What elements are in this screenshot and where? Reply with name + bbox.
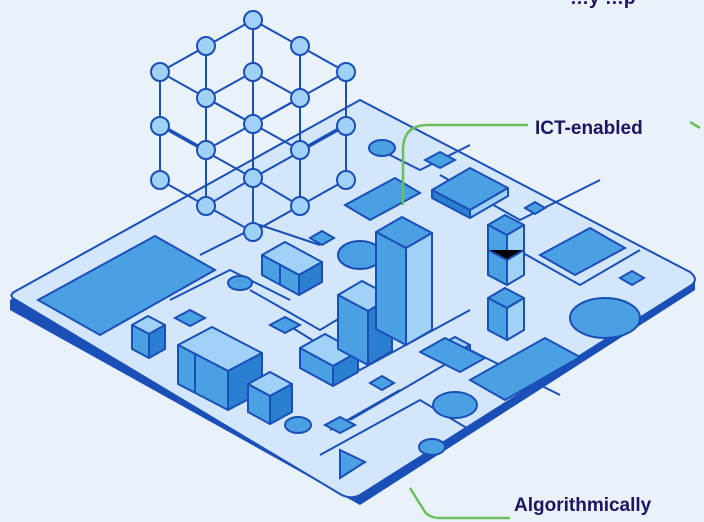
steps-small [419, 336, 486, 373]
pad-oval-6 [284, 416, 312, 434]
pad-triangle [339, 448, 368, 480]
tower-stacked-right [487, 214, 525, 341]
pad-small-2 [172, 308, 208, 328]
isometric-buildings [131, 167, 525, 425]
pad-small-6 [523, 200, 547, 216]
network-lattice-icon [150, 10, 356, 242]
connector-bottom [408, 487, 510, 520]
pad-large-left [35, 234, 218, 337]
pad-oval-2 [227, 275, 253, 291]
ict-enabled-label: ICT-enabled [535, 118, 643, 139]
algorithmically-label: Algorithmically [514, 495, 652, 516]
pad-oval-3 [569, 297, 641, 339]
pad-oval-1 [368, 139, 396, 157]
pad-small-4 [308, 229, 336, 247]
pad-oval-4 [432, 391, 478, 419]
pad-top [342, 176, 423, 222]
pad-lower-right [467, 336, 583, 402]
pad-small-1 [422, 150, 458, 170]
pad-small-8 [368, 374, 396, 392]
pad-small-3 [267, 315, 303, 335]
pad-oval-5 [418, 438, 446, 456]
connector-top [401, 123, 528, 205]
box-double-middle [261, 241, 323, 296]
box-flat-center [299, 333, 359, 387]
pad-small-5 [618, 269, 646, 287]
pad-small-7 [322, 415, 358, 435]
box-top-right [431, 167, 509, 219]
box-left-small [131, 315, 166, 359]
tower-tall [375, 216, 433, 346]
pad-right [537, 226, 628, 277]
corner-text-fragment: …y …p [570, 0, 635, 10]
flat-pads [35, 139, 646, 480]
label-connectors [401, 120, 701, 520]
box-small-front [247, 371, 293, 425]
